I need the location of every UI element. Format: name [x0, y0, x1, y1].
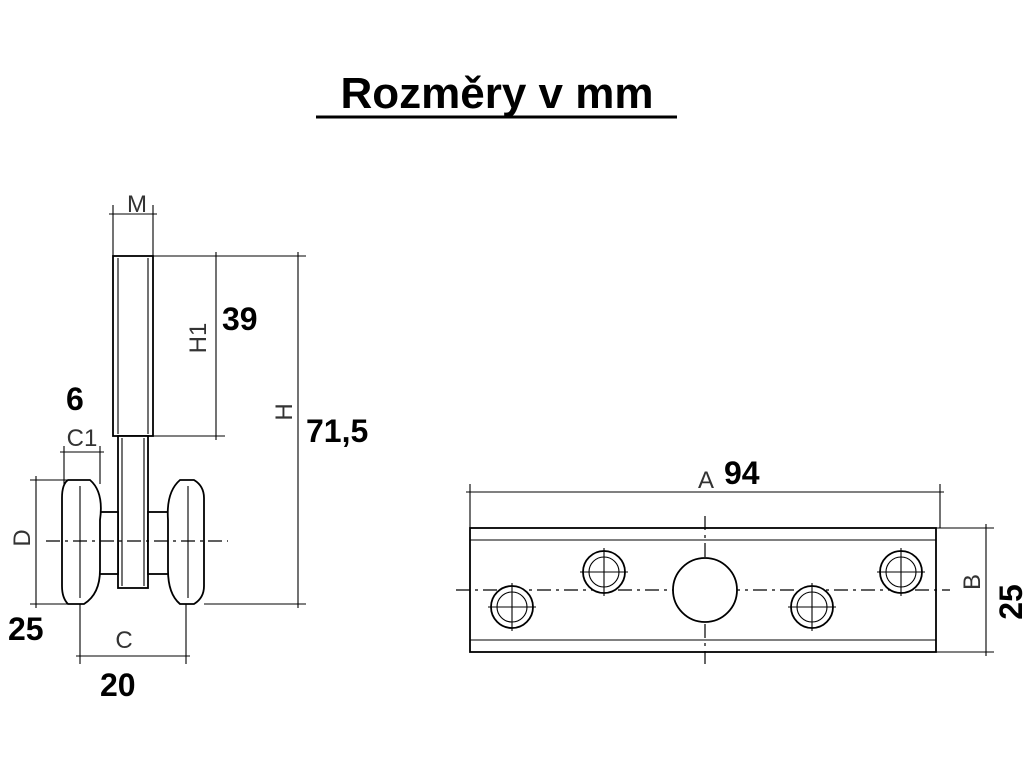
- mounting-hole-3: [788, 583, 836, 631]
- roller-side-view: [46, 255, 228, 605]
- dimension-m: M: [109, 191, 157, 256]
- dim-value-h1: 39: [222, 301, 258, 337]
- dim-label-d: D: [9, 529, 36, 546]
- dim-label-b: B: [959, 574, 986, 590]
- dim-value-b: 25: [993, 584, 1024, 620]
- mounting-hole-2: [580, 548, 628, 596]
- dimension-c1: C1 6: [60, 381, 104, 484]
- threaded-stud: [112, 255, 154, 437]
- dim-value-c1: 6: [66, 381, 84, 417]
- dim-value-c: 20: [100, 667, 136, 703]
- dimension-d: D 25: [8, 476, 68, 647]
- dim-value-d: 25: [8, 611, 44, 647]
- dim-label-m: M: [127, 191, 147, 218]
- mounting-hole-1: [488, 583, 536, 631]
- dim-label-c: C: [115, 627, 132, 654]
- left-wheel: [61, 479, 102, 605]
- shaft: [117, 435, 149, 589]
- right-wheel: [166, 479, 205, 605]
- plate-top-view: [456, 516, 950, 664]
- dim-label-c1: C1: [67, 425, 98, 452]
- dimension-h: H 71,5: [204, 252, 368, 608]
- dimension-a: A 94: [466, 455, 944, 528]
- dimension-c: C 20: [76, 604, 190, 703]
- page-title: Rozměry v mm: [340, 69, 653, 118]
- dimension-h1: H1 39: [153, 252, 258, 440]
- mounting-hole-4: [877, 548, 925, 596]
- dim-value-a: 94: [724, 455, 760, 491]
- center-hole: [672, 557, 738, 623]
- dim-label-h: H: [271, 403, 298, 420]
- dim-value-h: 71,5: [306, 413, 368, 449]
- dimension-b: B 25: [936, 524, 1024, 656]
- right-hub: [147, 511, 171, 575]
- dim-label-a: A: [698, 467, 714, 494]
- dim-label-h1: H1: [185, 323, 212, 354]
